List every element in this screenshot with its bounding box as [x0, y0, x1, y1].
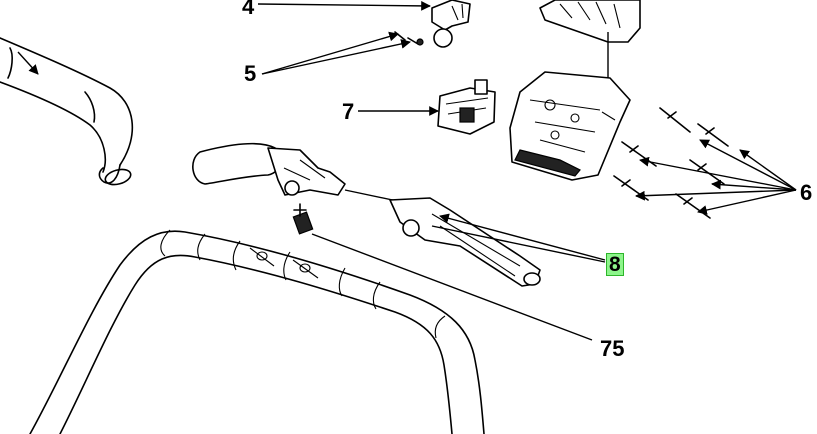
part-4-bracket — [431, 0, 471, 48]
callout-4: 4 — [242, 0, 255, 19]
console-top-piece — [539, 0, 641, 43]
part-5-screws — [394, 31, 424, 46]
leaders-6 — [635, 139, 797, 215]
callout-6: 6 — [800, 180, 813, 205]
leader-8b — [431, 225, 606, 263]
leader-5a — [261, 31, 399, 75]
console-housing — [509, 71, 631, 181]
part-8-right-grip — [389, 197, 541, 287]
callout-7: 7 — [342, 99, 355, 124]
left-grip — [192, 142, 346, 196]
callout-5: 5 — [244, 61, 257, 86]
leader-8a — [439, 213, 606, 261]
part-6-screws — [613, 107, 729, 219]
leader-75 — [311, 233, 593, 341]
callout-8[interactable]: 8 — [606, 253, 624, 276]
lower-handlebar-loop — [29, 229, 485, 434]
direction-arrow — [17, 51, 39, 75]
leader-4 — [257, 0, 431, 11]
callout-75: 75 — [600, 336, 625, 361]
part-7-control-module — [437, 79, 496, 135]
leader-5b — [261, 39, 411, 75]
left-handlebar-tube — [0, 37, 134, 186]
part-75-bolt — [292, 203, 314, 235]
